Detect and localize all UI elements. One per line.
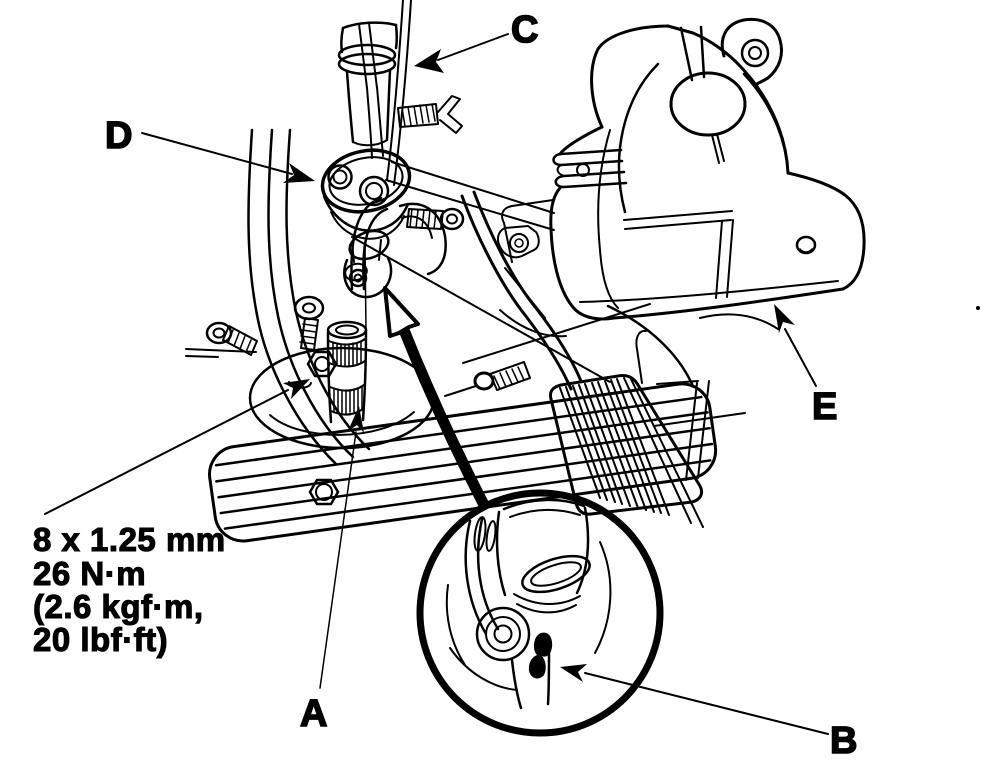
rail-bolt-icon (185, 321, 258, 358)
torque-kgf-m: (2.6 kgf·m, (33, 588, 204, 625)
torque-lbf-ft: 20 lbf·ft) (33, 621, 168, 658)
column-hole-cover (549, 17, 866, 321)
keyhole-slot-icon (669, 25, 747, 164)
torque-spec-note: 8 x 1.25 mm 26 N·m (2.6 kgf·m, 20 lbf·ft… (32, 520, 226, 658)
side-bolt-icon (406, 207, 465, 231)
upper-joint-coupling (320, 148, 465, 331)
torque-note-leader (44, 379, 310, 515)
torque-newton-meters: 26 N·m (33, 555, 146, 592)
callout-a-leader (319, 406, 364, 689)
callout-e-label: E (812, 386, 837, 428)
torque-thread-size: 8 x 1.25 mm (33, 521, 226, 558)
accelerator-pedal (444, 190, 704, 528)
callout-c-leader (414, 33, 509, 73)
callout-c-label: C (511, 9, 538, 51)
mount-washer-bolt-icon (288, 295, 340, 506)
detail-inset-circle (416, 489, 664, 737)
big-direction-arrow (383, 286, 489, 508)
callout-e-leader (774, 304, 817, 387)
callout-b-leader (560, 664, 829, 735)
alignment-mark (528, 632, 553, 679)
callout-d-label: D (105, 115, 132, 157)
pedal-pivot-bolt-icon (444, 361, 531, 397)
callout-a-label: A (300, 693, 327, 735)
mount-tab-icon (720, 17, 783, 86)
callout-d-leader (141, 132, 315, 183)
callout-b-label: B (830, 720, 857, 760)
clamp-bolt-icon (397, 95, 463, 134)
